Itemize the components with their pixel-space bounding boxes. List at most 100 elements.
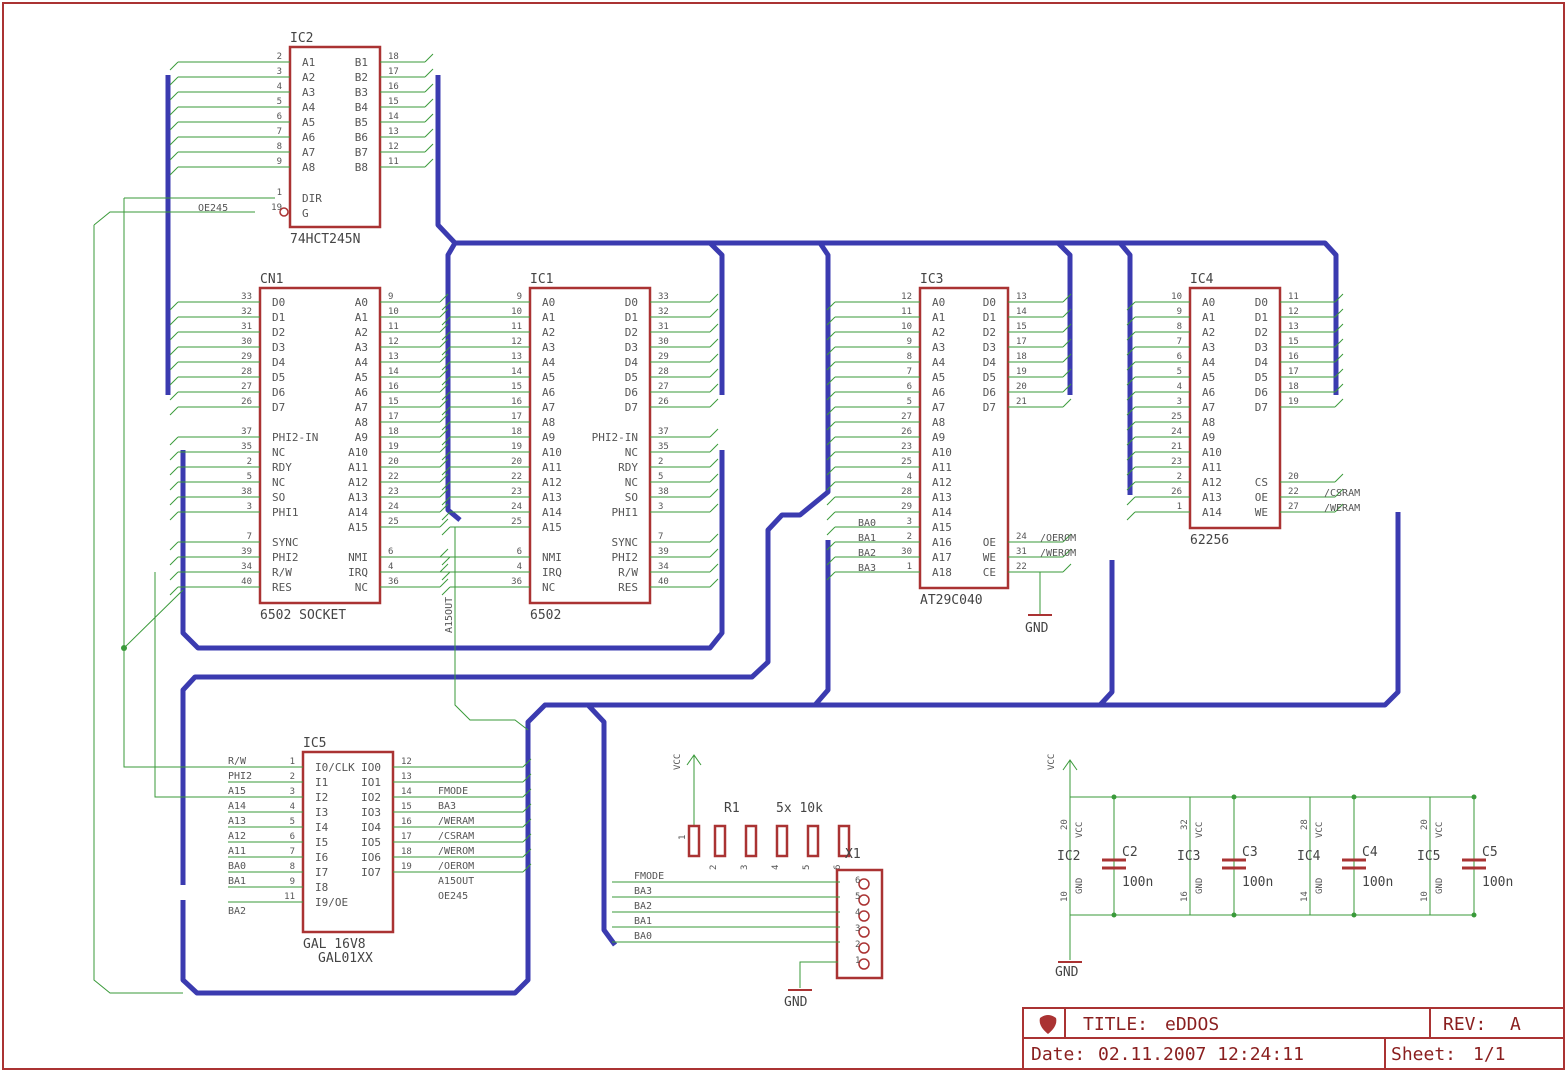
ic5-bus-entry xyxy=(522,833,532,843)
ic3-pin-name: A4 xyxy=(932,356,946,369)
cn1-pin-name: A8 xyxy=(355,416,368,429)
ic3-bus-entry xyxy=(1062,293,1072,303)
ic1-body xyxy=(528,286,652,605)
ic1-bus-entry xyxy=(441,451,451,461)
ic1-pin-number: 2 xyxy=(658,457,663,467)
cn1-pin-name: A15 xyxy=(348,521,368,534)
ic1-pin-number: 7 xyxy=(658,532,663,542)
ic3-pin-number: 19 xyxy=(1016,367,1027,377)
cn1-bus-entry xyxy=(439,338,449,348)
ic4-pin-name: D3 xyxy=(1255,341,1268,354)
cn1-pin-number: 18 xyxy=(388,427,399,437)
cn1-bus-entry xyxy=(169,586,179,596)
ic3-pin-name: A12 xyxy=(932,476,952,489)
ic4-bus-entry xyxy=(1126,376,1136,386)
ic4-pin-number: 25 xyxy=(1171,412,1182,422)
cn1-pin-name: D3 xyxy=(272,341,285,354)
ic5-pin-number: 11 xyxy=(284,892,295,902)
ic4-bus-entry xyxy=(1126,421,1136,431)
ic5-pin-name: I8 xyxy=(315,881,328,894)
ic3-net-label: BA0 xyxy=(858,518,876,529)
ic3-pin-name: A10 xyxy=(932,446,952,459)
cn1-value: 6502 SOCKET xyxy=(260,608,346,623)
ic4-ref: IC4 xyxy=(1190,272,1214,287)
ic3-pin-number: 25 xyxy=(901,457,912,467)
ic4-pin-number: 24 xyxy=(1171,427,1182,437)
cn1-pin-number: 4 xyxy=(388,562,393,572)
ic1-pin-name: NC xyxy=(542,581,555,594)
ic1-pin-number: 34 xyxy=(658,562,669,572)
cn1-pin-number: 3 xyxy=(247,502,252,512)
cn1-bus-entry xyxy=(169,361,179,371)
ic3-pin-name: CE xyxy=(983,566,996,579)
cn1-pin-number: 35 xyxy=(241,442,252,452)
ic3-pin-name: D0 xyxy=(983,296,996,309)
cap-value: 100n xyxy=(1242,875,1273,890)
ic3-gnd-wire xyxy=(1010,571,1041,615)
cn1-pin-number: 19 xyxy=(388,442,399,452)
rev-label: REV: xyxy=(1443,1014,1486,1035)
r1-resistor xyxy=(837,824,851,858)
ic1-pin-number: 29 xyxy=(658,352,669,362)
ic4-bus-entry xyxy=(1126,361,1136,371)
ic1-pin-number: 32 xyxy=(658,307,669,317)
ic1-pin-name: PHI2-IN xyxy=(592,431,638,444)
ic2-pin-name: B1 xyxy=(355,56,368,69)
ic-gnd-pin: 10 xyxy=(1420,891,1430,902)
ic4-pin-name: A14 xyxy=(1202,506,1222,519)
ic1-pin-number: 23 xyxy=(511,487,522,497)
ic4-bus-entry xyxy=(1126,466,1136,476)
ic-gnd-pin: 16 xyxy=(1180,891,1190,902)
ic1-pin-name: IRQ xyxy=(542,566,562,579)
ic1-pin-name: RDY xyxy=(618,461,638,474)
ic1-pin-number: 17 xyxy=(511,412,522,422)
ic2-pin-number: 6 xyxy=(277,112,282,122)
x1-pin-number: 3 xyxy=(855,924,860,934)
ic3-pin-number: 18 xyxy=(1016,352,1027,362)
ic4-bus-entry xyxy=(1126,331,1136,341)
ic4-bus-entry xyxy=(1334,398,1344,408)
ic5-pin-number: 13 xyxy=(401,772,412,782)
cn1-bus-entry xyxy=(439,308,449,318)
junction xyxy=(1111,794,1117,800)
ic3-pin-number: 6 xyxy=(907,382,912,392)
cn1-bus-entry xyxy=(439,488,449,498)
ic3-pin-name: A15 xyxy=(932,521,952,534)
ic1-bus-entry xyxy=(709,323,719,333)
ic-power-ref: IC5 xyxy=(1417,849,1440,864)
cn1-bus-entry xyxy=(439,428,449,438)
ic1-pin-name: D3 xyxy=(625,341,638,354)
ic4-bus-entry xyxy=(1126,451,1136,461)
ic4-bus-entry xyxy=(1126,406,1136,416)
sheet-value: 1/1 xyxy=(1473,1044,1506,1065)
ic3-pin-number: 14 xyxy=(1016,307,1027,317)
cn1-bus-entry xyxy=(169,466,179,476)
ic1-bus-entry xyxy=(709,503,719,513)
r1-resistor xyxy=(687,824,701,858)
ic3-bus-entry xyxy=(826,361,836,371)
ic2-bus-entry xyxy=(169,166,179,176)
ic4-pin-name: A6 xyxy=(1202,386,1215,399)
cn1-pin-name: A11 xyxy=(348,461,368,474)
ic3-pin-number: 4 xyxy=(907,472,912,482)
cn1-pin-number: 17 xyxy=(388,412,399,422)
ic3-net-label: BA2 xyxy=(858,548,876,559)
ic4-pin-number: 26 xyxy=(1171,487,1182,497)
ic1-pin-name: A12 xyxy=(542,476,562,489)
ic5-pin-number: 9 xyxy=(290,877,295,887)
ic3-net-label: BA1 xyxy=(858,533,876,544)
cn1-pin-number: 10 xyxy=(388,307,399,317)
ic4-body xyxy=(1188,286,1282,530)
ic1-pin-name: A11 xyxy=(542,461,562,474)
ic4-pin-number: 7 xyxy=(1177,337,1182,347)
ic1-bus-entry xyxy=(441,316,451,326)
r1-pin-number: 4 xyxy=(771,865,781,870)
ic2-pin-name: A6 xyxy=(302,131,315,144)
decoupling-rail-wire xyxy=(1062,759,1078,960)
cn1-bus-entry xyxy=(439,368,449,378)
net-label-oe245: OE245 xyxy=(198,203,228,214)
ic4-bus-entry xyxy=(1334,488,1344,498)
ic1-pin-name: NMI xyxy=(542,551,562,564)
